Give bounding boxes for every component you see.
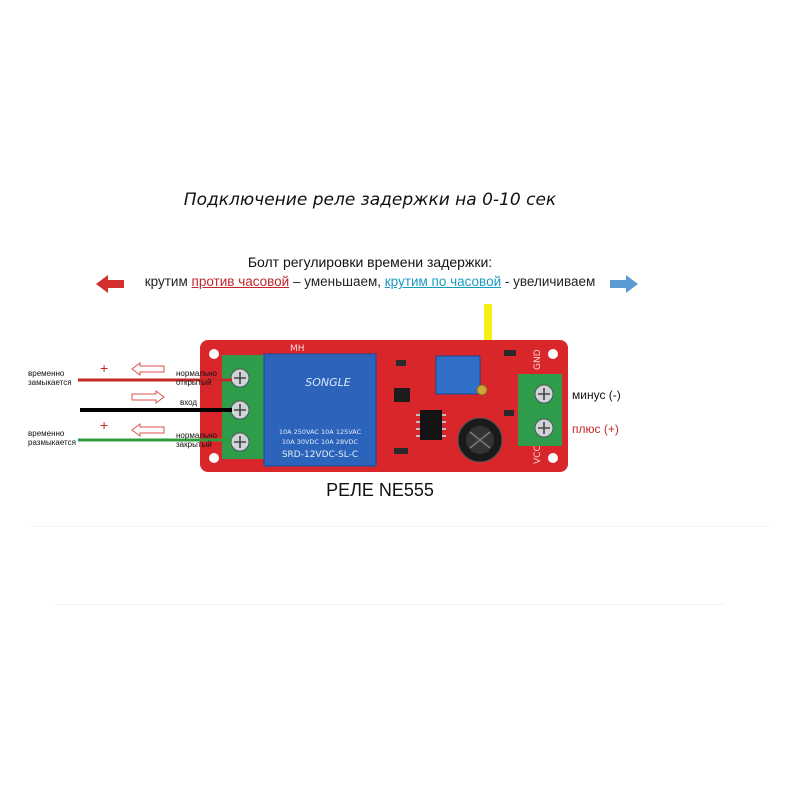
label-temporarily-opens: временно размыкается [28, 429, 76, 447]
smd-resistor-2 [394, 448, 408, 454]
power-screw-plus-icon [535, 419, 553, 437]
mounting-hole-top-left [209, 349, 219, 359]
trimmer-potentiometer [436, 356, 480, 394]
hollow-arrow-left-top-icon [132, 363, 164, 375]
hollow-arrow-right-middle-icon [132, 391, 164, 403]
plus-sign-top: + [100, 360, 108, 376]
capacitor [458, 418, 502, 462]
silkscreen-gnd: GND [533, 349, 543, 370]
mounting-hole-bottom-right [548, 453, 558, 463]
relay-rating-line-1: 10A 250VAC 10A 125VAC [279, 428, 362, 436]
label-normally-closed-line-1: нормально [176, 431, 217, 440]
smd-resistor-3 [504, 350, 516, 356]
smd-resistor-1 [396, 360, 406, 366]
label-normally-closed-line-2: закрытый [176, 440, 217, 449]
terminal-screw-nc-icon [231, 433, 249, 451]
label-temporarily-closes-line-1: временно [28, 369, 72, 378]
label-temporarily-opens-line-2: размыкается [28, 438, 76, 447]
terminal-screw-com-icon [231, 401, 249, 419]
hollow-arrow-left-bottom-icon [132, 424, 164, 436]
relay-model-label: SRD-12VDC-SL-C [282, 450, 358, 460]
terminal-screw-no-icon [231, 369, 249, 387]
label-temporarily-closes-line-2: замыкается [28, 378, 72, 387]
label-input: вход [180, 398, 197, 407]
silkscreen-mh: MH [290, 344, 305, 354]
arrow-left-icon [96, 275, 124, 293]
mounting-hole-bottom-left [209, 453, 219, 463]
trimmer-screw-icon [477, 385, 487, 395]
relay-brand-label: SONGLE [305, 376, 351, 389]
power-screw-minus-icon [535, 385, 553, 403]
label-plus: плюс (+) [572, 422, 619, 436]
plus-sign-bottom: + [100, 417, 108, 433]
label-normally-open-line-1: нормально [176, 369, 217, 378]
board-caption: РЕЛЕ NE555 [300, 480, 460, 501]
label-normally-closed: нормально закрытый [176, 431, 217, 449]
relay-rating-line-2: 10A 30VDC 10A 28VDC [282, 438, 359, 446]
label-normally-open-line-2: открытый [176, 378, 217, 387]
arrow-right-icon [610, 275, 638, 293]
silkscreen-vcc: VCC [533, 445, 543, 464]
mounting-hole-top-right [548, 349, 558, 359]
label-temporarily-opens-line-1: временно [28, 429, 76, 438]
transistor [394, 388, 410, 402]
label-minus: минус (-) [572, 388, 621, 402]
label-temporarily-closes: временно замыкается [28, 369, 72, 387]
ne555-chip [420, 410, 442, 440]
label-normally-open: нормально открытый [176, 369, 217, 387]
smd-resistor-4 [504, 410, 514, 416]
